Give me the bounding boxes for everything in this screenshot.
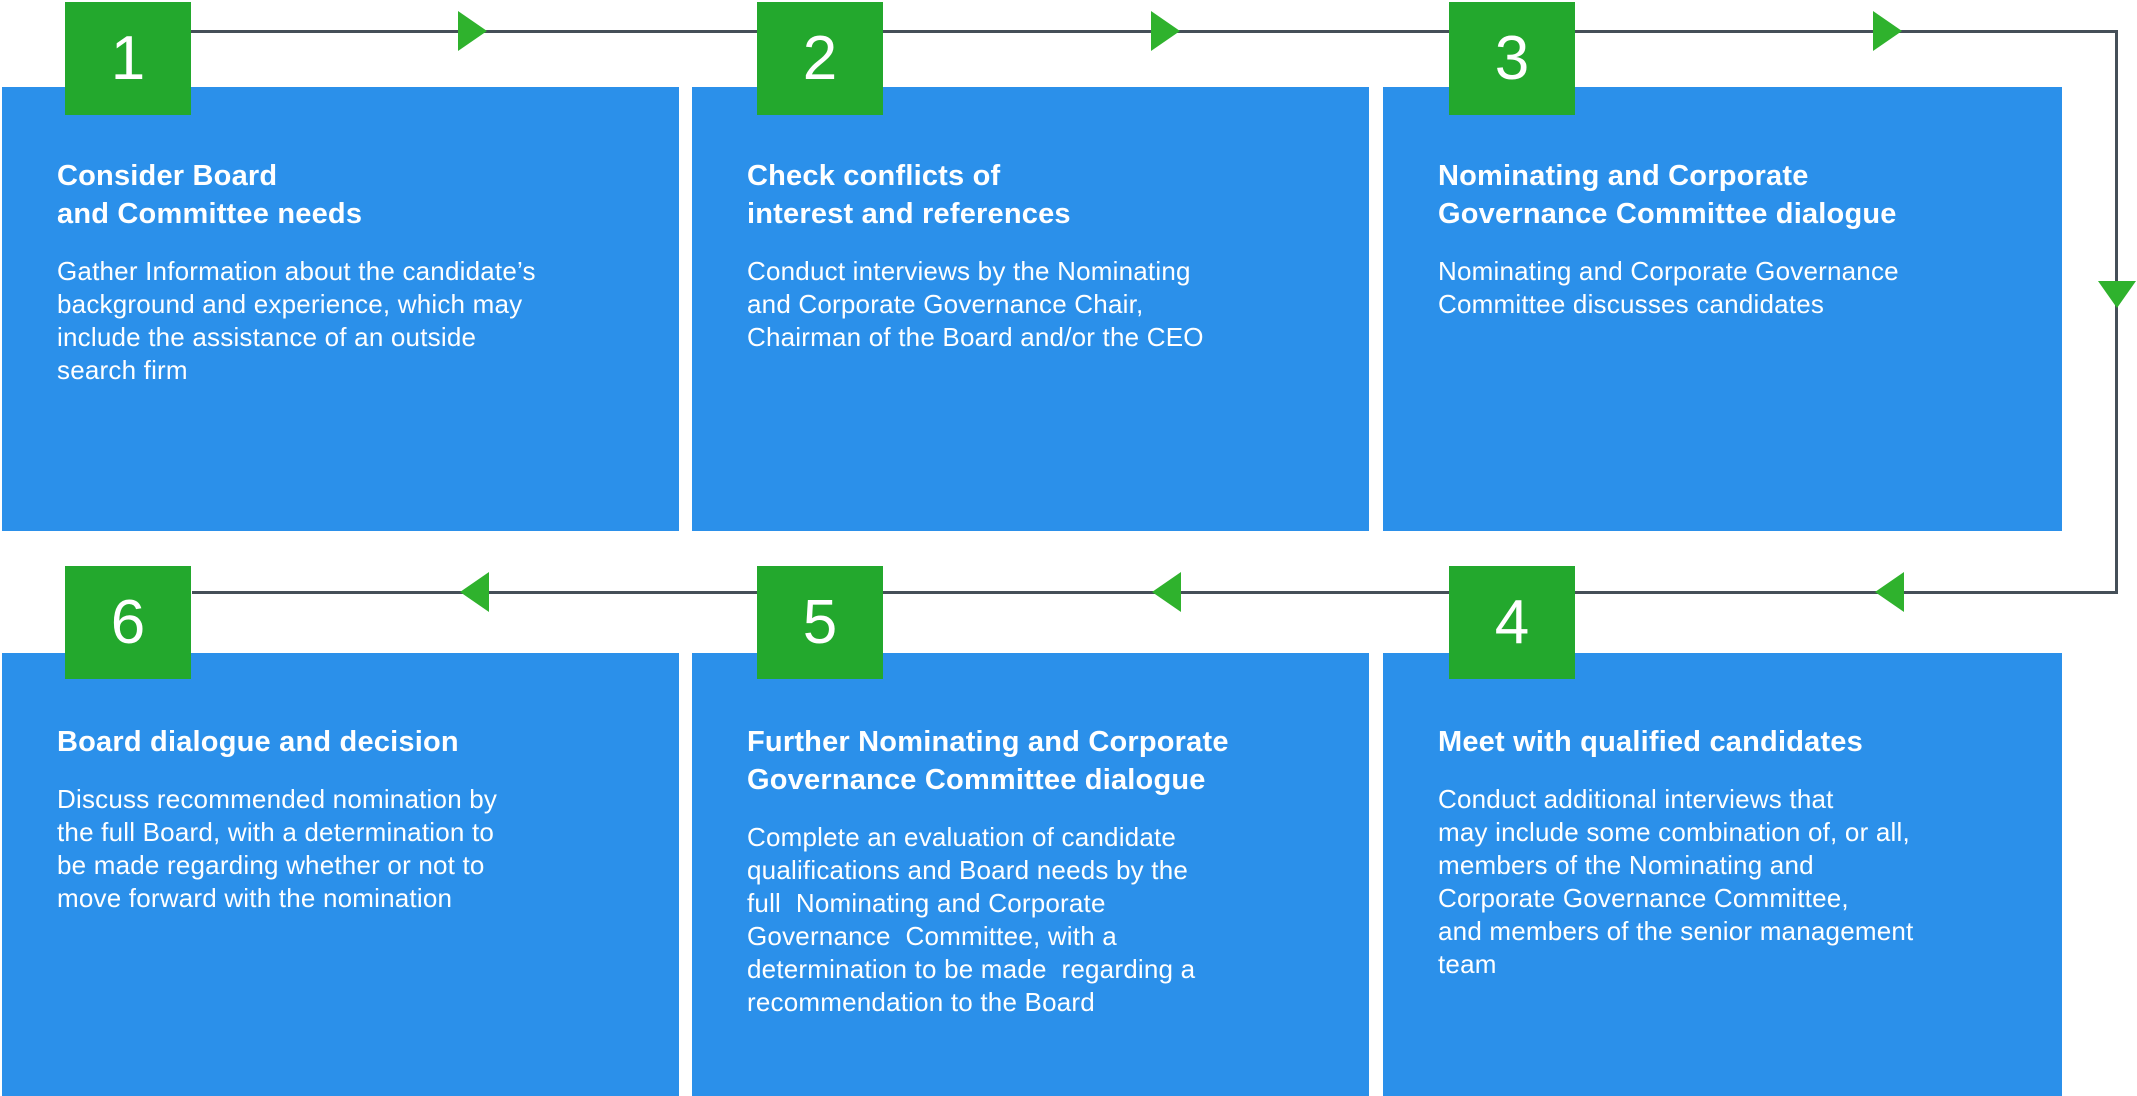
step-6-body: Discuss recommended nomination by the fu… [57,784,498,913]
step-number-3: 3 [1494,23,1530,93]
step-card-1: Consider Board and Committee needs Gathe… [2,87,679,531]
step-number-1: 1 [110,23,146,93]
step-number-2: 2 [802,23,838,93]
step-2-title: Check conflicts of interest and referenc… [747,160,1071,230]
step-1-body: Gather Information about the candidate’s… [57,256,536,385]
step-number-6: 6 [110,587,146,657]
step-1-title: Consider Board and Committee needs [57,160,363,230]
flow-arrow-right-icon-1 [458,11,487,51]
step-number-badge-4: 4 [1449,566,1575,679]
flow-arrow-left-icon-2 [1152,572,1181,612]
step-2-body: Conduct interviews by the Nominating and… [747,256,1204,352]
flow-arrow-down-icon [2098,281,2136,308]
step-4-title: Meet with qualified candidates [1438,726,1863,758]
step-number-5: 5 [802,587,838,657]
step-6-title: Board dialogue and decision [57,726,459,758]
step-number-badge-3: 3 [1449,2,1575,115]
step-number-4: 4 [1494,587,1530,657]
step-5-body: Complete an evaluation of candidate qual… [747,822,1196,1017]
step-3-title: Nominating and Corporate Governance Comm… [1438,160,1897,230]
step-4-body: Conduct additional interviews that may i… [1438,784,1914,979]
step-card-6: Board dialogue and decision Discuss reco… [2,653,679,1096]
connector-line-right [2115,30,2118,592]
step-card-4: Meet with qualified candidates Conduct a… [1383,653,2062,1096]
step-card-3: Nominating and Corporate Governance Comm… [1383,87,2062,531]
step-number-badge-5: 5 [757,566,883,679]
step-5-title: Further Nominating and Corporate Governa… [747,726,1229,796]
flow-arrow-left-icon-1 [1875,572,1904,612]
step-card-2: Check conflicts of interest and referenc… [692,87,1369,531]
flow-arrow-right-icon-3 [1873,11,1902,51]
flow-arrow-left-icon-3 [460,572,489,612]
flow-arrow-right-icon-2 [1151,11,1180,51]
step-3-body: Nominating and Corporate Governance Comm… [1438,256,1899,319]
step-card-5: Further Nominating and Corporate Governa… [692,653,1369,1096]
step-number-badge-2: 2 [757,2,883,115]
step-number-badge-1: 1 [65,2,191,115]
step-number-badge-6: 6 [65,566,191,679]
